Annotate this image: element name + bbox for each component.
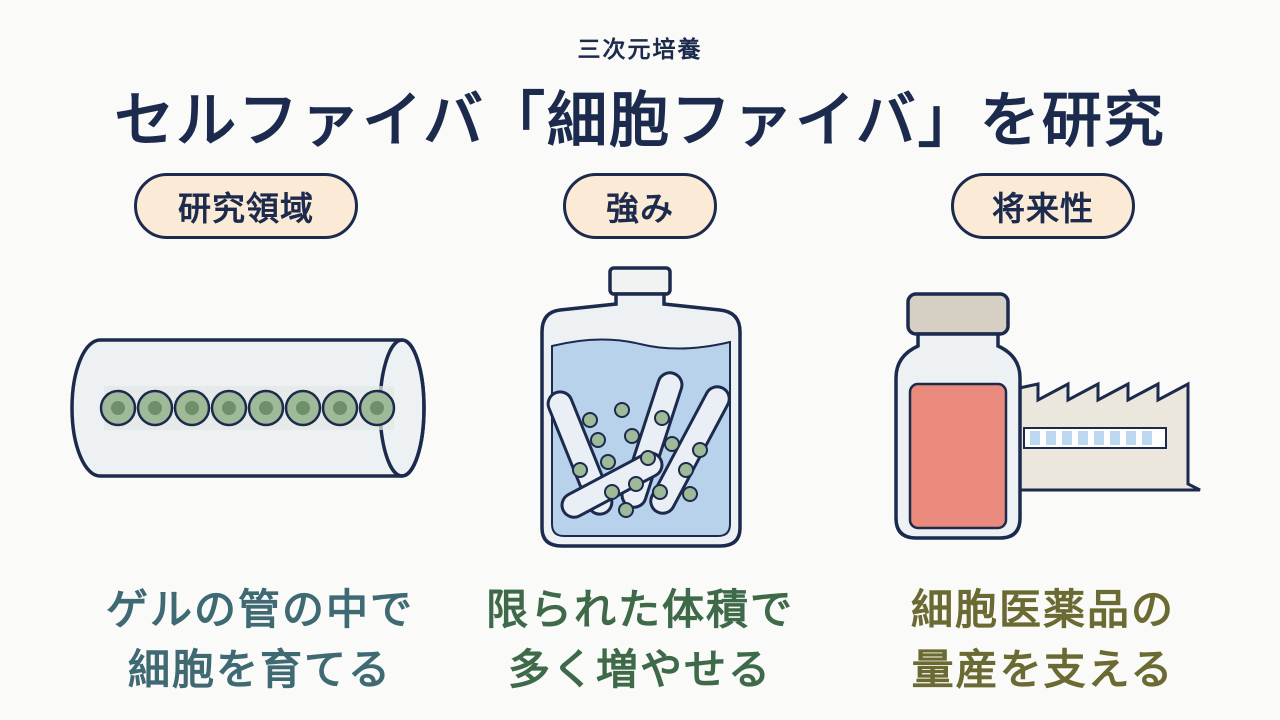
caption-future: 細胞医薬品の 量産を支える	[843, 580, 1243, 700]
cell-row	[99, 389, 396, 427]
page-title: セルファイバ「細胞ファイバ」を研究	[114, 86, 1166, 156]
caption-line: 量産を支える	[911, 645, 1175, 694]
culture-bottle-illustration	[540, 266, 742, 548]
caption-research-area: ゲルの管の中で 細胞を育てる	[60, 580, 460, 700]
caption-line: 多く増やせる	[507, 645, 772, 694]
vial-illustration	[894, 292, 1022, 540]
caption-line: 細胞医薬品の	[910, 585, 1175, 634]
label-future: 将来性	[951, 173, 1135, 239]
factory-illustration	[1008, 381, 1201, 492]
label-strength: 強み	[563, 173, 717, 239]
gel-tube-illustration	[70, 338, 426, 478]
subtitle: 三次元培養	[577, 37, 703, 63]
caption-line: ゲルの管の中で	[105, 585, 414, 634]
caption-strength: 限られた体積で 多く増やせる	[440, 580, 840, 700]
caption-line: 限られた体積で	[485, 585, 794, 634]
caption-line: 細胞を育てる	[127, 645, 392, 694]
label-research-area: 研究領域	[134, 173, 358, 239]
